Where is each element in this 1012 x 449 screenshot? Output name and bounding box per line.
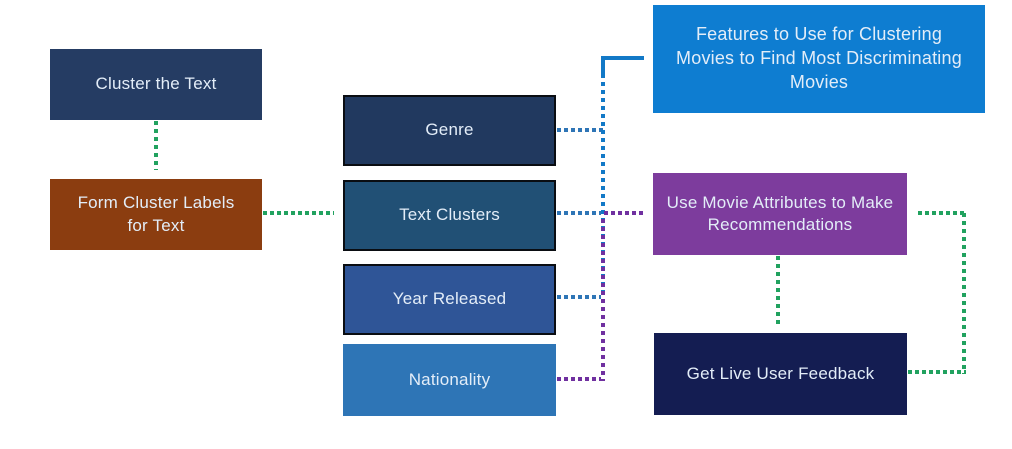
connector-attributes-to-feedback (776, 256, 780, 324)
node-features-for-clustering: Features to Use for Clustering Movies to… (653, 5, 985, 113)
node-label: Year Released (392, 289, 507, 309)
connector-clustertext-to-formlabels (154, 121, 158, 170)
connector-feedbackloop-top (918, 211, 964, 215)
connector-feedbackloop-vertical (962, 213, 966, 374)
connector-nationality-stub (557, 377, 601, 381)
node-label: Text Clusters (399, 205, 500, 225)
connector-purple-trunk (601, 215, 605, 381)
connector-formlabels-to-textclusters (263, 211, 334, 215)
node-label: Nationality (408, 369, 491, 389)
node-label: Cluster the Text (95, 74, 217, 94)
node-year-released: Year Released (343, 264, 556, 335)
connector-purple-to-attributes (604, 211, 644, 215)
node-cluster-the-text: Cluster the Text (50, 49, 262, 120)
connector-yearreleased-stub (557, 295, 601, 299)
node-label: Form Cluster Labels for Text (77, 193, 235, 235)
node-label: Use Movie Attributes to Make Recommendat… (666, 192, 894, 234)
node-text-clusters: Text Clusters (343, 180, 556, 251)
node-label: Get Live User Feedback (686, 363, 875, 383)
node-genre: Genre (343, 95, 556, 166)
connector-blue-elbow-horizontal (601, 56, 644, 60)
node-label: Genre (425, 120, 474, 140)
node-nationality: Nationality (343, 344, 556, 416)
connector-textclusters-stub (557, 211, 601, 215)
connector-genre-stub (557, 128, 604, 132)
connector-blue-trunk (601, 58, 605, 298)
node-label: Features to Use for Clustering Movies to… (676, 24, 962, 92)
connector-feedbackloop-bottom (908, 370, 966, 374)
node-use-movie-attributes: Use Movie Attributes to Make Recommendat… (653, 173, 907, 255)
node-get-live-user-feedback: Get Live User Feedback (654, 333, 907, 415)
node-form-cluster-labels: Form Cluster Labels for Text (50, 179, 262, 250)
connector-blue-elbow-vertical (601, 56, 605, 76)
